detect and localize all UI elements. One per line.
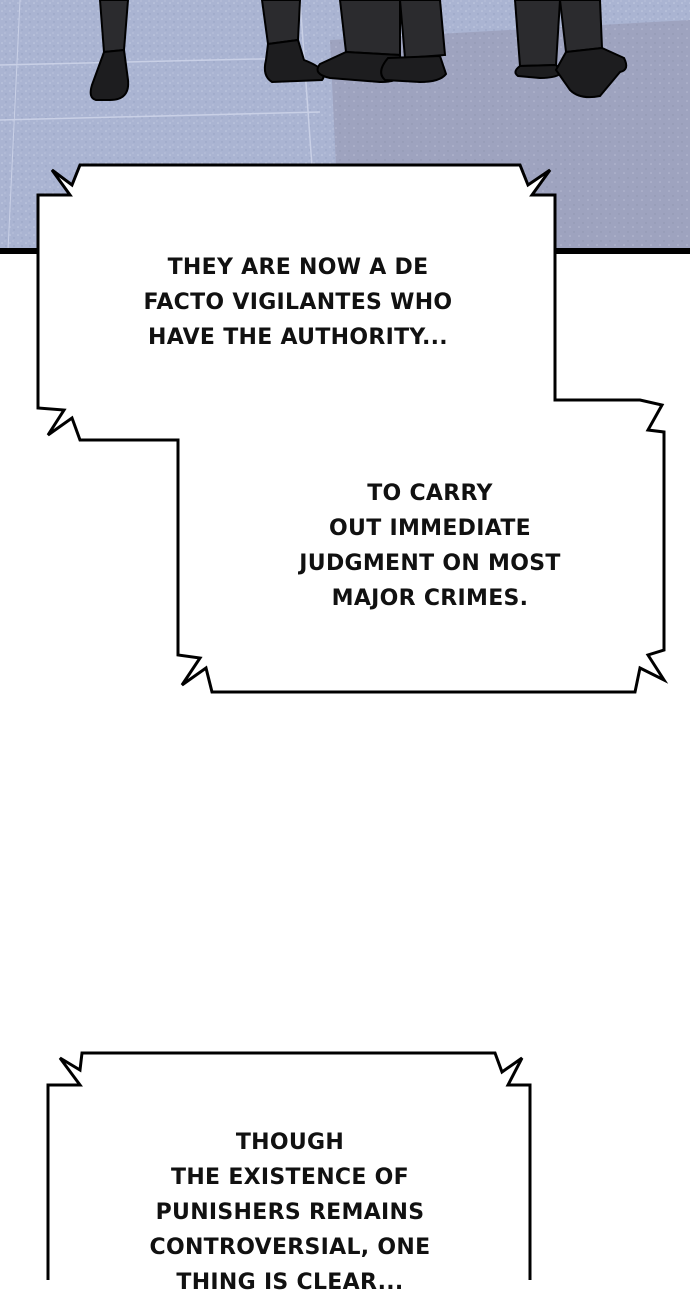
caption-box-1 — [36, 163, 669, 694]
caption-line: TO CARRY — [367, 481, 493, 506]
caption-line: CONTROVERSIAL, ONE — [149, 1235, 431, 1260]
caption-box-3 — [46, 1051, 532, 1280]
caption-line: PUNISHERS REMAINS — [155, 1200, 425, 1225]
caption-line: THE EXISTENCE OF — [171, 1165, 409, 1190]
caption-text-3: THOUGH THE EXISTENCE OF PUNISHERS REMAIN… — [50, 1125, 530, 1300]
left-legs — [89, 0, 325, 101]
caption-line: JUDGMENT ON MOST — [299, 551, 561, 576]
caption-text-1: THEY ARE NOW A DE FACTO VIGILANTES WHO H… — [38, 250, 558, 355]
right-legs — [513, 0, 628, 99]
caption-line: MAJOR CRIMES. — [331, 586, 529, 611]
caption-text-2: TO CARRY OUT IMMEDIATE JUDGMENT ON MOST … — [180, 476, 680, 616]
middle-legs — [316, 0, 448, 84]
caption-line: THING IS CLEAR... — [176, 1270, 404, 1295]
caption-line: THEY ARE NOW A DE — [167, 255, 429, 280]
caption-line: HAVE THE AUTHORITY... — [148, 325, 448, 350]
caption-line: OUT IMMEDIATE — [329, 516, 531, 541]
caption-line: FACTO VIGILANTES WHO — [143, 290, 453, 315]
caption-line: THOUGH — [235, 1130, 345, 1155]
